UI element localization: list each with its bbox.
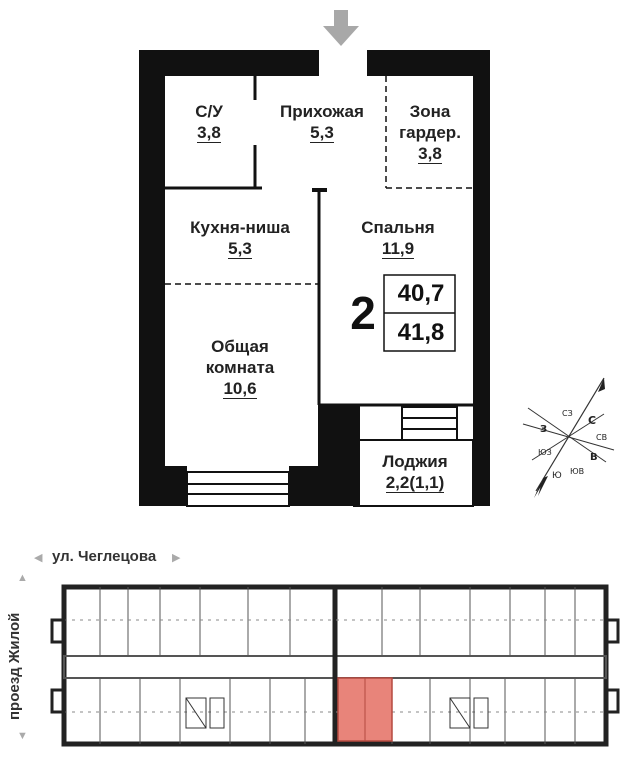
room-living: Общая комната 10,6 [180, 336, 300, 399]
room-count: 2 [350, 287, 376, 339]
room-name-line1: Зона [409, 102, 451, 121]
room-area: 3,8 [418, 144, 442, 164]
room-area: 3,8 [197, 123, 221, 143]
total-area-value: 41,8 [397, 319, 445, 346]
street-down-arrow-icon: ▼ [17, 730, 28, 742]
room-bedroom: Спальня 11,9 [340, 217, 456, 259]
room-name: Спальня [361, 218, 435, 237]
room-kitchen: Кухня-ниша 5,3 [170, 217, 310, 259]
room-area: 10,6 [223, 379, 257, 399]
room-area: 5,3 [228, 239, 252, 259]
room-wardrobe: Зона гардер. 3,8 [390, 101, 470, 164]
room-name: Прихожая [280, 102, 364, 121]
room-area: 11,9 [381, 239, 415, 259]
compass-rose-icon [522, 377, 615, 498]
room-bathroom: С/У 3,8 [176, 101, 242, 143]
room-area: 2,2(1,1) [385, 473, 445, 493]
window-bedroom [401, 406, 458, 441]
room-name: Лоджия [382, 452, 448, 471]
living-area-value: 40,7 [397, 280, 445, 307]
entry-arrow-icon [323, 10, 359, 46]
street-right-arrow-icon: ▶ [172, 552, 181, 564]
street-left-arrow-icon: ◀ [34, 552, 43, 564]
area-summary-box: 2 40,7 41,8 [342, 274, 456, 352]
room-name-line2: гардер. [399, 123, 461, 142]
room-loggia: Лоджия 2,2(1,1) [360, 451, 470, 493]
loggia-outline [353, 439, 474, 507]
street-name-top: ул. Чеглецова [52, 548, 157, 565]
room-name: Кухня-ниша [190, 218, 290, 237]
room-hallway: Прихожая 5,3 [264, 101, 380, 143]
room-name-line1: Общая [211, 337, 269, 356]
window-living [186, 471, 290, 507]
room-area: 5,3 [310, 123, 334, 143]
room-name-line2: комната [205, 358, 275, 377]
interior-walls [165, 76, 473, 407]
room-name: С/У [195, 102, 223, 121]
street-up-arrow-icon: ▲ [17, 572, 28, 584]
